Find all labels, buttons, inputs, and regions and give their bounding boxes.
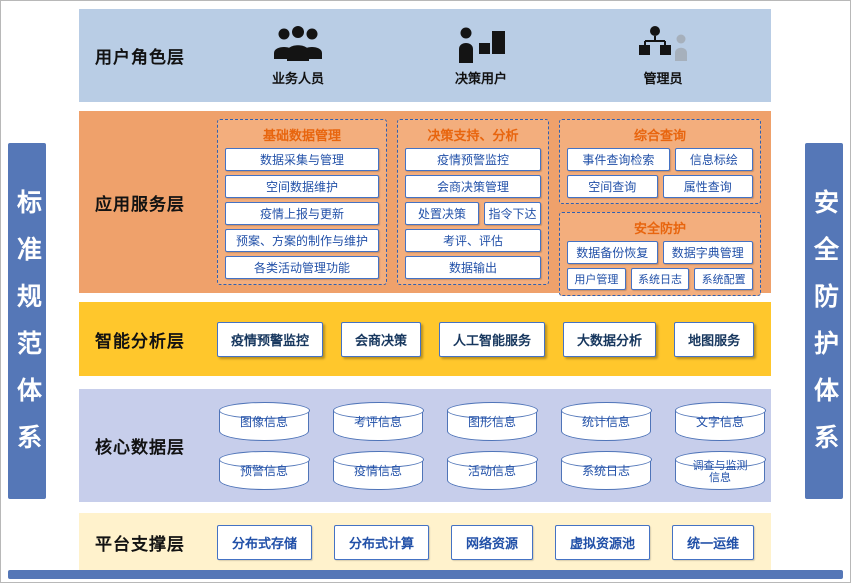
analysis-item: 地图服务	[674, 321, 755, 357]
data-cylinder-label: 系统日志	[581, 463, 630, 478]
data-cylinder-label: 调查与监测信息	[692, 459, 748, 484]
app-item: 属性查询	[662, 175, 753, 198]
data-cylinder-label: 统计信息	[581, 414, 630, 429]
database-cylinder-icon: 图像信息	[218, 401, 310, 441]
user-role-layer: 用户角色层 业务人员 决	[79, 9, 771, 102]
bottom-divider-bar	[8, 570, 843, 579]
role-admin: 管理员	[635, 25, 691, 87]
analysis-item: 人工智能服务	[439, 321, 546, 357]
query-row-2: 空间查询 属性查询	[567, 175, 753, 198]
decision-support-title: 决策支持、分析	[427, 128, 519, 143]
app-item: 数据备份恢复	[567, 241, 658, 264]
data-cylinder-label: 文字信息	[695, 414, 744, 429]
database-cylinder-icon: 文字信息	[674, 401, 766, 441]
database-cylinder-icon: 考评信息	[332, 401, 424, 441]
application-service-layer: 应用服务层 基础数据管理 数据采集与管理 空间数据维护 疫情上报与更新 预案、方…	[79, 111, 771, 296]
application-service-layer-title: 应用服务层	[95, 194, 185, 214]
data-row: 图像信息 考评信息 图形信息 统计信息 文字信息	[218, 401, 771, 441]
data-cylinder-label: 图像信息	[239, 414, 288, 429]
database-cylinder-icon: 疫情信息	[332, 450, 424, 490]
database-cylinder-icon: 系统日志	[560, 450, 652, 490]
database-cylinder-icon: 预警信息	[218, 450, 310, 490]
user-role-layer-title: 用户角色层	[95, 48, 185, 67]
app-item: 考评、评估	[405, 229, 541, 252]
platform-item: 统一运维	[672, 524, 755, 560]
application-service-groups: 基础数据管理 数据采集与管理 空间数据维护 疫情上报与更新 预案、方案的制作与维…	[217, 111, 771, 296]
core-data-layer-title: 核心数据层	[95, 438, 185, 457]
data-cylinder-label: 活动信息	[467, 463, 516, 478]
data-cylinder-label: 考评信息	[353, 414, 402, 429]
app-item: 事件查询检索	[567, 148, 670, 171]
platform-item: 网络资源	[451, 524, 534, 560]
intelligent-analysis-layer-title: 智能分析层	[95, 331, 185, 351]
data-cylinder-rows: 图像信息 考评信息 图形信息 统计信息 文字信息 预警信息 疫情信息 活动信息 …	[217, 389, 771, 502]
core-data-layer: 核心数据层 图像信息 考评信息 图形信息 统计信息 文字信息 预警信息 疫情信息…	[79, 389, 771, 502]
role-decision-user-label: 决策用户	[454, 70, 507, 86]
platform-item: 虚拟资源池	[555, 524, 651, 560]
platform-support-layer: 平台支撑层 分布式存储 分布式计算 网络资源 虚拟资源池 统一运维	[79, 513, 771, 571]
app-item: 疫情上报与更新	[225, 202, 379, 225]
comprehensive-query-title: 综合查询	[633, 128, 686, 143]
comprehensive-query-panel: 综合查询 事件查询检索 信息标绘 空间查询 属性查询	[559, 119, 761, 204]
basic-data-management-panel: 基础数据管理 数据采集与管理 空间数据维护 疫情上报与更新 预案、方案的制作与维…	[217, 119, 387, 285]
platform-item: 分布式存储	[217, 524, 313, 560]
app-item: 会商决策管理	[405, 175, 541, 198]
role-admin-label: 管理员	[643, 70, 683, 86]
decision-split-row: 处置决策 指令下达	[405, 202, 541, 225]
standards-system-sidebar: 标准规范体系	[8, 143, 46, 499]
query-security-column: 综合查询 事件查询检索 信息标绘 空间查询 属性查询 安全防护 数据备份恢复 数…	[559, 119, 761, 296]
app-item: 数据字典管理	[662, 241, 753, 264]
database-cylinder-icon: 调查与监测信息	[674, 450, 766, 490]
security-system-label: 安全防护体系	[810, 189, 839, 471]
intelligent-analysis-layer: 智能分析层 疫情预警监控 会商决策 人工智能服务 大数据分析 地图服务	[79, 302, 771, 376]
security-system-sidebar: 安全防护体系	[805, 143, 843, 499]
app-item: 数据输出	[405, 256, 541, 279]
app-item: 系统配置	[694, 268, 754, 290]
role-business-user: 业务人员	[269, 25, 327, 87]
app-item: 系统日志	[630, 268, 690, 290]
admin-orgchart-icon	[638, 25, 687, 61]
app-item: 数据采集与管理	[225, 148, 379, 171]
basic-data-management-title: 基础数据管理	[262, 128, 341, 143]
analysis-item: 会商决策	[341, 321, 422, 357]
database-cylinder-icon: 活动信息	[446, 450, 538, 490]
app-item: 各类活动管理功能	[225, 256, 379, 279]
app-item: 预案、方案的制作与维护	[225, 229, 379, 252]
security-row-2: 用户管理 系统日志 系统配置	[567, 268, 754, 290]
analysis-items: 疫情预警监控 会商决策 人工智能服务 大数据分析 地图服务	[217, 302, 771, 376]
data-cylinder-label: 图形信息	[467, 414, 516, 429]
security-protection-panel: 安全防护 数据备份恢复 数据字典管理 用户管理 系统日志 系统配置	[559, 212, 761, 296]
app-item: 疫情预警监控	[405, 148, 541, 171]
analysis-item: 疫情预警监控	[217, 321, 324, 357]
user-roles: 业务人员 决策用户	[217, 9, 771, 102]
security-row-1: 数据备份恢复 数据字典管理	[567, 241, 753, 264]
platform-items: 分布式存储 分布式计算 网络资源 虚拟资源池 统一运维	[217, 513, 771, 571]
security-protection-title: 安全防护	[633, 221, 686, 236]
analysis-item: 大数据分析	[563, 321, 657, 357]
app-item: 空间查询	[567, 175, 658, 198]
app-item: 空间数据维护	[225, 175, 379, 198]
platform-support-layer-title: 平台支撑层	[95, 534, 185, 554]
database-cylinder-icon: 统计信息	[560, 401, 652, 441]
app-item: 指令下达	[484, 202, 541, 225]
query-row-1: 事件查询检索 信息标绘	[567, 148, 753, 171]
role-business-user-label: 业务人员	[271, 70, 324, 86]
data-cylinder-label: 疫情信息	[353, 463, 402, 478]
platform-item: 分布式计算	[334, 524, 430, 560]
role-decision-user: 决策用户	[455, 25, 507, 87]
decision-support-panel: 决策支持、分析 疫情预警监控 会商决策管理 处置决策 指令下达 考评、评估 数据…	[397, 119, 549, 285]
data-row: 预警信息 疫情信息 活动信息 系统日志 调查与监测信息	[218, 450, 771, 490]
app-item: 用户管理	[567, 268, 626, 290]
app-item: 信息标绘	[674, 148, 753, 171]
business-users-icon	[274, 25, 322, 61]
standards-system-label: 标准规范体系	[13, 189, 42, 471]
data-cylinder-label: 预警信息	[239, 463, 288, 478]
database-cylinder-icon: 图形信息	[446, 401, 538, 441]
decision-user-icon	[458, 27, 505, 63]
app-item: 处置决策	[405, 202, 480, 225]
